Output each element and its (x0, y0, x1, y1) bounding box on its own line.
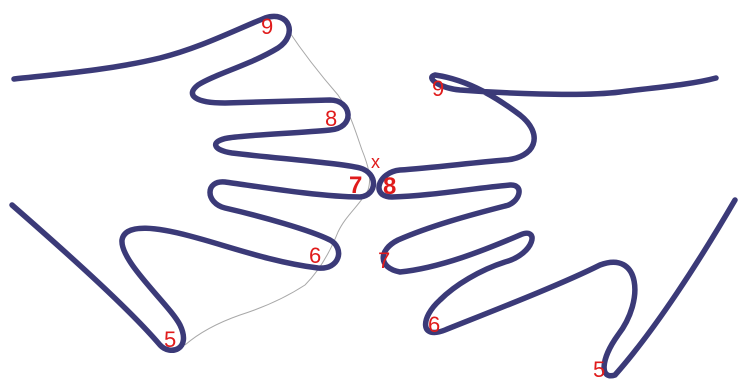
right-finger-8-label: 8 (383, 173, 396, 200)
left-finger-5-label: 5 (164, 327, 176, 352)
left-hand-outline (12, 16, 374, 350)
center-x-mark: x (371, 152, 380, 172)
left-finger-8-label: 8 (325, 106, 337, 131)
left-finger-9-label: 9 (261, 14, 273, 39)
right-finger-7-label: 7 (378, 248, 390, 273)
left-finger-6-label: 6 (309, 243, 321, 268)
right-finger-9-label: 9 (432, 76, 444, 101)
right-finger-6-label: 6 (428, 312, 440, 337)
left-finger-7-label: 7 (349, 172, 362, 199)
right-finger-5-label: 5 (593, 357, 605, 382)
